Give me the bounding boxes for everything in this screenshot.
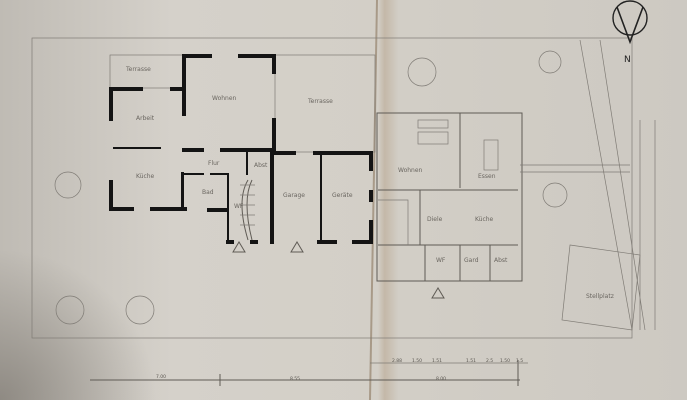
ground-floor-plan: Terrasse Wohnen Terrasse Arbeit Küche Fl… (109, 54, 376, 253)
dimension-small: 1.50 (500, 358, 510, 364)
dimension-small: 1.51 (466, 358, 476, 364)
room-label-study: Arbeit (136, 115, 155, 122)
room-label-dining: Essen (478, 173, 496, 180)
photo-shadow (0, 150, 260, 400)
room-label-ext-storage: Abst (494, 257, 508, 264)
paper-fold (369, 0, 378, 400)
dimension-lines: 7.00 8.55 8.00 2.88 1.50 1.51 1.51 2.5 1… (90, 358, 528, 386)
room-label-ext-kitchen: Küche (475, 216, 494, 223)
dimension-1: 7.00 (156, 374, 166, 380)
dimension-small: 2.5 (486, 358, 493, 364)
room-label-hall: Flur (208, 160, 220, 167)
room-label-terrace-left: Terrasse (125, 66, 151, 73)
north-arrow-icon: N (612, 0, 648, 65)
room-label-storage: Abst (254, 162, 268, 169)
trees (54, 50, 562, 325)
room-label-tools: Geräte (332, 192, 353, 199)
north-label: N (624, 55, 631, 65)
room-label-wardrobe: Gard (464, 257, 479, 264)
dimension-3: 8.00 (436, 376, 446, 382)
dimension-small: 1.5 (516, 358, 523, 364)
room-label-living: Wohnen (212, 95, 237, 102)
room-label-bath: Bad (202, 189, 214, 196)
site-boundary (31, 37, 633, 339)
dimension-small: 1.51 (432, 358, 442, 364)
room-label-ext-living: Wohnen (398, 167, 423, 174)
dimension-2: 8.55 (290, 376, 300, 382)
dimension-small: 1.50 (412, 358, 422, 364)
room-label-garage: Garage (283, 192, 305, 199)
room-label-kitchen: Küche (136, 173, 155, 180)
dimension-small: 2.88 (392, 358, 402, 364)
room-label-terrace-right: Terrasse (307, 98, 333, 105)
room-label-hallway: Diele (427, 216, 443, 223)
room-label-ext-wc: WF (436, 257, 446, 264)
room-label-parking: Stellplatz (586, 293, 614, 300)
room-label-wc: WF (234, 203, 244, 210)
